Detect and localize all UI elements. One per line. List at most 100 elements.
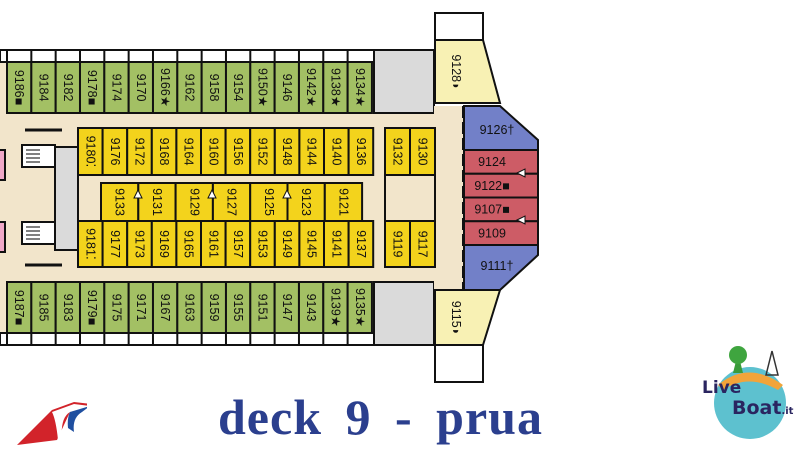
cabin-box bbox=[286, 182, 326, 222]
cabin: 9149 bbox=[273, 220, 301, 268]
cabin-number: 9159 bbox=[207, 294, 221, 322]
cabin: 9117 bbox=[409, 220, 436, 268]
cabin: 9136 bbox=[347, 127, 375, 176]
cabin-number: 9165 bbox=[182, 230, 196, 258]
cabin: 9184 bbox=[30, 61, 57, 114]
cabin: 9181⁚ bbox=[77, 220, 104, 268]
cabin-number: 9137 bbox=[354, 230, 368, 258]
cabin-box bbox=[150, 220, 178, 268]
cabin-number: 9161 bbox=[206, 230, 220, 258]
cabin-number: 9186■ bbox=[12, 70, 26, 105]
cabin-number: 9144 bbox=[305, 138, 319, 166]
cabin-red bbox=[463, 220, 539, 246]
cabin: 9129 bbox=[174, 182, 214, 222]
cabin-box bbox=[100, 182, 140, 222]
cabin-box bbox=[224, 281, 252, 334]
cabin-number: 9158 bbox=[207, 74, 221, 102]
cabin: 9144 bbox=[298, 127, 325, 176]
cabin-box bbox=[346, 61, 373, 114]
cabin: 9161 bbox=[200, 220, 227, 268]
cabin: 9168 bbox=[150, 127, 178, 176]
cabin-box bbox=[297, 61, 325, 114]
cabin-number: 9167 bbox=[158, 294, 172, 322]
cabin: 9119 bbox=[384, 220, 411, 268]
cabin-box bbox=[298, 220, 325, 268]
cabin: 9186■ bbox=[6, 61, 33, 114]
cabin-number: 9124 bbox=[478, 155, 506, 169]
connecting-door-icon bbox=[515, 168, 526, 178]
cabin-number: 9140 bbox=[329, 138, 343, 166]
cabin: 9148 bbox=[273, 127, 301, 176]
connecting-door-icon bbox=[133, 188, 143, 199]
cabin-number: 9126† bbox=[480, 123, 515, 137]
cabin: 9142★ bbox=[297, 61, 325, 114]
cabin-box bbox=[176, 61, 203, 114]
partial-cabin bbox=[0, 149, 6, 181]
cabin-box bbox=[224, 61, 252, 114]
cabin: 9145 bbox=[298, 220, 325, 268]
partial-cabin bbox=[0, 221, 6, 253]
cabin: 9177 bbox=[101, 220, 129, 268]
cabin-blue-top bbox=[463, 105, 539, 151]
cabin-number: 9115◗ bbox=[449, 301, 463, 335]
cabin-box bbox=[6, 61, 33, 114]
cabin-box bbox=[150, 127, 178, 176]
cabin-number: 9123 bbox=[299, 188, 313, 216]
cabin-number: 9179■ bbox=[85, 290, 99, 325]
cabin-box bbox=[6, 281, 33, 334]
cabin: 9150★ bbox=[249, 61, 276, 114]
cabin: 9155 bbox=[224, 281, 252, 334]
top-service-area bbox=[373, 49, 435, 114]
cabin: 9178■ bbox=[78, 61, 106, 114]
cabin-box bbox=[384, 220, 411, 268]
cabin-number: 9187■ bbox=[12, 290, 26, 325]
cabin-number: 9173 bbox=[133, 230, 147, 258]
cabin-number: 9131 bbox=[150, 188, 164, 216]
cabin-box bbox=[77, 127, 104, 176]
cabin: 9173 bbox=[126, 220, 153, 268]
cabin-box bbox=[323, 182, 364, 222]
cabin: 9154 bbox=[224, 61, 252, 114]
cabin: 9146 bbox=[273, 61, 300, 114]
cabin-number: 9150★ bbox=[255, 68, 269, 107]
cabin: 9156 bbox=[224, 127, 252, 176]
cabin-box bbox=[211, 182, 252, 222]
cabin: 9139★ bbox=[322, 281, 349, 334]
cabin-box bbox=[200, 220, 227, 268]
cabin: 9175 bbox=[103, 281, 130, 334]
cabin: 9132 bbox=[384, 127, 411, 176]
cabin-number: 9162 bbox=[182, 74, 196, 102]
cabin-box bbox=[30, 61, 57, 114]
cabin-number: 9172 bbox=[133, 138, 147, 166]
cabin-number: 9163 bbox=[182, 294, 196, 322]
cabin-number: 9181⁚ bbox=[83, 228, 97, 260]
cabin-number: 9148 bbox=[280, 138, 294, 166]
cabin-box bbox=[347, 127, 375, 176]
cabin-box bbox=[323, 127, 350, 176]
cabin-number: 9127 bbox=[225, 188, 239, 216]
stairs bbox=[21, 144, 56, 168]
cabin-number: 9129 bbox=[187, 188, 201, 216]
cabin-number: 9122■ bbox=[474, 179, 509, 193]
cabin-number: 9176 bbox=[108, 138, 122, 166]
cabin-number: 9164 bbox=[182, 138, 196, 166]
cabin-box bbox=[409, 220, 436, 268]
cabin: 9135★ bbox=[346, 281, 373, 334]
cabin: 9143 bbox=[297, 281, 325, 334]
cabin: 9165 bbox=[175, 220, 202, 268]
cabin-number: 9185 bbox=[36, 294, 50, 322]
cabin: 9180⁚ bbox=[77, 127, 104, 176]
elevator-shaft bbox=[54, 146, 79, 251]
cabin: 9157 bbox=[224, 220, 252, 268]
cabin-box bbox=[30, 281, 57, 334]
cabin: 9176 bbox=[101, 127, 129, 176]
cabin-number: 9145 bbox=[305, 230, 319, 258]
cabin-box bbox=[127, 61, 154, 114]
deck-title: deck 9 - prua bbox=[218, 389, 543, 445]
cabin-box bbox=[409, 127, 436, 176]
cabin: 9171 bbox=[127, 281, 154, 334]
cabin-box bbox=[137, 182, 177, 222]
bottom-service-area bbox=[373, 281, 435, 346]
cabin: 9169 bbox=[150, 220, 178, 268]
